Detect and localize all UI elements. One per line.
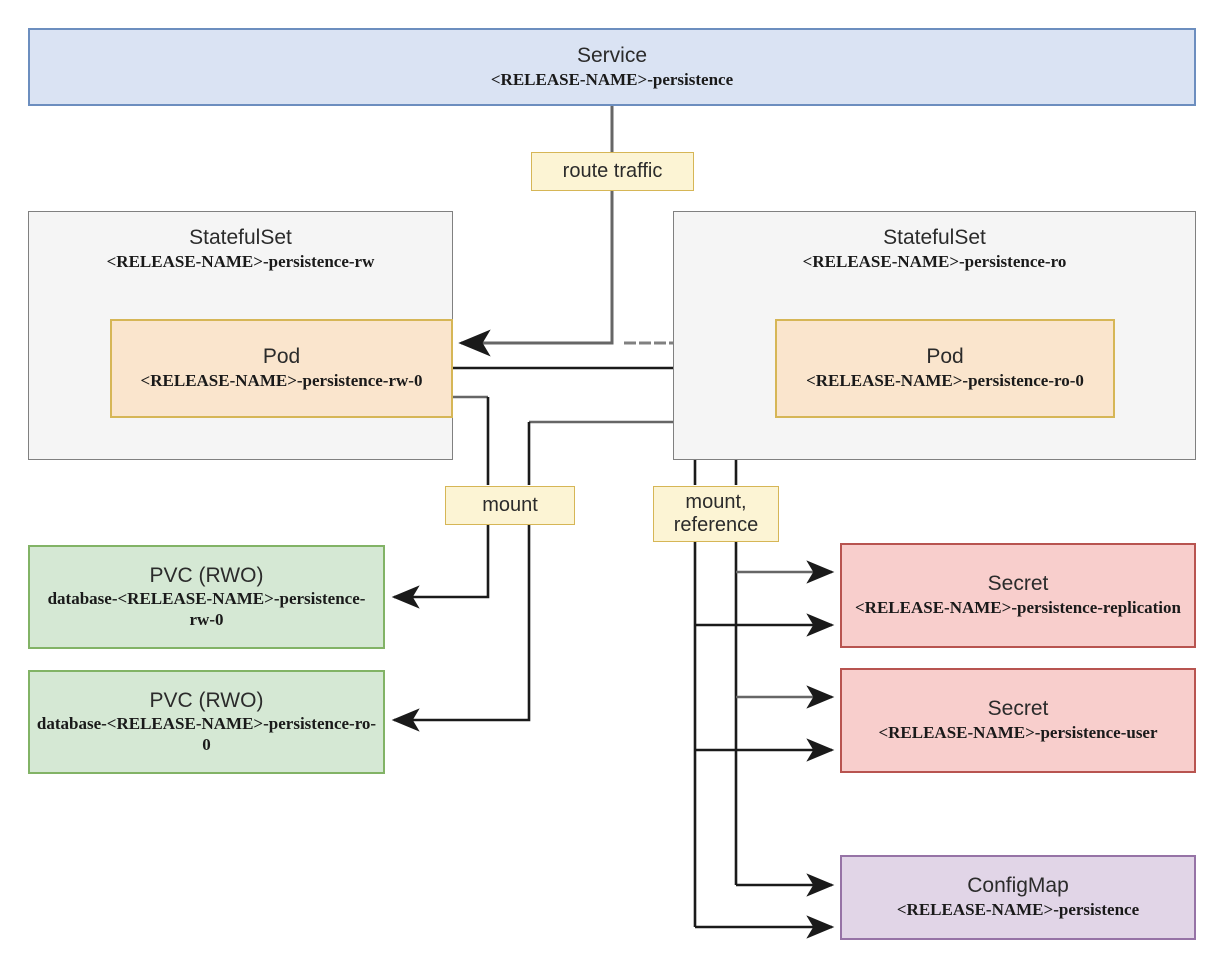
statefulset-rw-kind-label: StatefulSet (189, 226, 292, 249)
statefulset-ro-kind-label: StatefulSet (883, 226, 986, 249)
service-node[interactable]: Service <RELEASE-NAME>-persistence (28, 28, 1196, 106)
edge-label-route-traffic: route traffic (531, 152, 694, 191)
service-name-label: <RELEASE-NAME>-persistence (490, 69, 734, 89)
configmap-node[interactable]: ConfigMap <RELEASE-NAME>-persistence (840, 855, 1196, 940)
edge-label-mount: mount (445, 486, 575, 525)
pvc-ro-kind-label: PVC (RWO) (149, 688, 264, 712)
pvc-rw-name-label: database-<RELEASE-NAME>-persistence-rw-0 (47, 589, 366, 629)
pvc-rw-kind-label: PVC (RWO) (149, 563, 264, 587)
pod-rw-name-label: <RELEASE-NAME>-persistence-rw-0 (140, 371, 423, 391)
service-kind-label: Service (576, 43, 648, 67)
pod-ro-node[interactable]: Pod <RELEASE-NAME>-persistence-ro-0 (775, 319, 1115, 418)
pod-ro-kind-label: Pod (926, 345, 964, 369)
statefulset-rw-name-label: <RELEASE-NAME>-persistence-rw (106, 252, 375, 272)
edge-label-mount-reference: mount, reference (653, 486, 779, 542)
pvc-rw-node[interactable]: PVC (RWO) database-<RELEASE-NAME>-persis… (28, 545, 385, 649)
configmap-kind-label: ConfigMap (967, 874, 1069, 898)
mount-reference-text: mount, reference (673, 491, 759, 536)
pod-ro-name-label: <RELEASE-NAME>-persistence-ro-0 (806, 371, 1084, 391)
secret-user-kind-label: Secret (987, 697, 1049, 721)
mount-text: mount (482, 494, 538, 516)
edge-mount-to-pvc-rw (391, 525, 490, 609)
statefulset-ro-name-label: <RELEASE-NAME>-persistence-ro (802, 252, 1067, 272)
edge-mount-to-pvc-ro (391, 525, 531, 732)
route-traffic-text: route traffic (562, 160, 663, 182)
pvc-ro-name-label: database-<RELEASE-NAME>-persistence-ro-0 (36, 714, 377, 754)
pvc-ro-node[interactable]: PVC (RWO) database-<RELEASE-NAME>-persis… (28, 670, 385, 774)
edge-service-to-pod-rw-lower (458, 189, 614, 357)
configmap-name-label: <RELEASE-NAME>-persistence (896, 900, 1140, 920)
secret-user-name-label: <RELEASE-NAME>-persistence-user (878, 723, 1158, 743)
secret-replication-node[interactable]: Secret <RELEASE-NAME>-persistence-replic… (840, 543, 1196, 648)
secret-replication-kind-label: Secret (987, 572, 1049, 596)
secret-replication-name-label: <RELEASE-NAME>-persistence-replication (855, 598, 1181, 618)
pod-rw-kind-label: Pod (262, 345, 301, 369)
pod-rw-node[interactable]: Pod <RELEASE-NAME>-persistence-rw-0 (110, 319, 453, 418)
secret-user-node[interactable]: Secret <RELEASE-NAME>-persistence-user (840, 668, 1196, 773)
